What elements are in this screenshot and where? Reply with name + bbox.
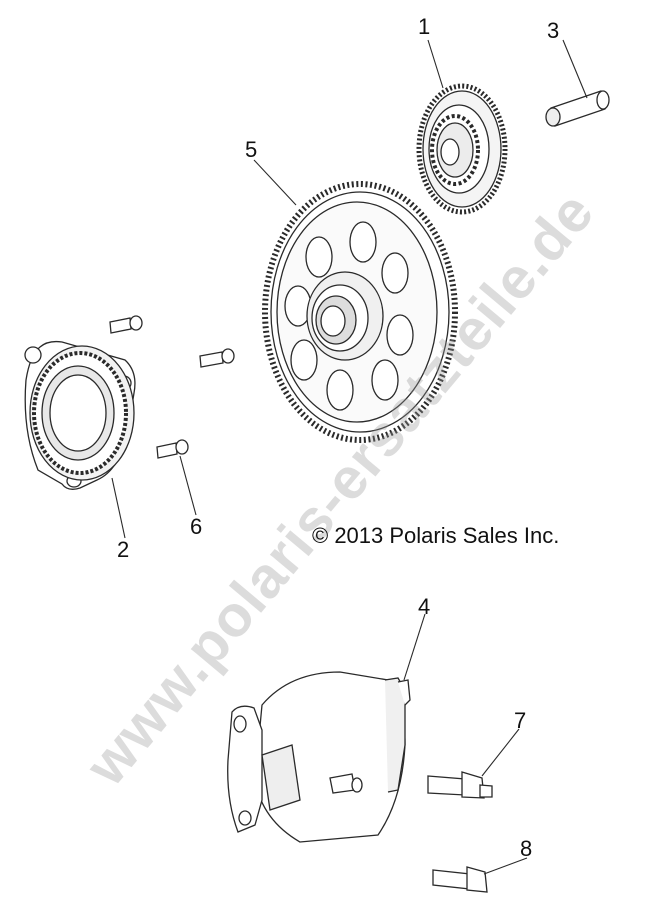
callout-2: 2 (117, 537, 130, 562)
callout-3: 3 (547, 18, 560, 43)
callout-4: 4 (418, 594, 431, 619)
callout-1: 1 (418, 14, 431, 39)
part-3-shaft-pin (545, 90, 610, 127)
callout-6: 6 (190, 514, 203, 539)
part-5-driven-gear (262, 181, 458, 443)
part-4-starter-motor (227, 671, 411, 843)
copyright-notice: © 2013 Polaris Sales Inc. (312, 523, 560, 548)
leader-lines (111, 39, 588, 875)
part-1-idler-gear (416, 83, 508, 215)
callout-5: 5 (245, 137, 258, 162)
part-8-bolt (432, 866, 488, 893)
part-6-bolts (109, 315, 235, 459)
part-2-clutch-housing (24, 340, 136, 490)
callout-8: 8 (520, 836, 533, 861)
callout-7: 7 (514, 708, 527, 733)
part-7-bolt (427, 771, 493, 799)
